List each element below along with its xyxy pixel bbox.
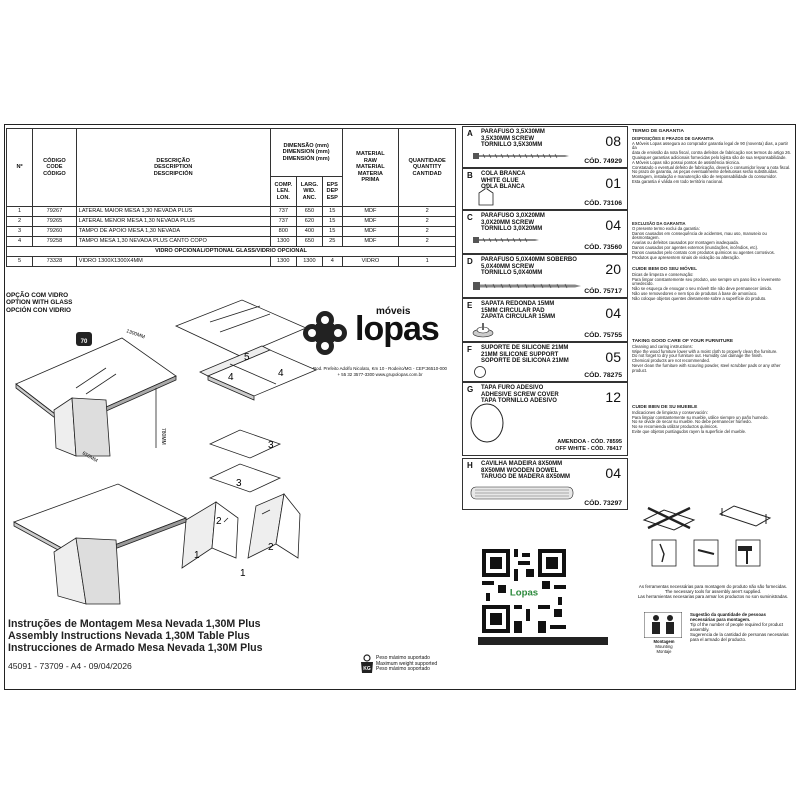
part-label: 4 [228,372,234,383]
title-pt: Instruções de Montagem Mesa Nevada 1,30M… [8,618,261,630]
round-pad-icon [472,323,494,338]
weight-kg-icon: KG [361,654,373,673]
title-es: Instrucciones de Armado Mesa Nevada 1,30… [8,641,263,654]
wooden-dowel-icon [470,486,574,500]
height-dimension-label: 780MM [160,428,166,445]
care-pt-section: CUIDE BEM DO SEU MÓVEL Dicas de limpeza … [632,267,781,301]
col-larg: LARG.WID.ANC. [295,176,323,207]
brand-small: móveis [376,306,411,317]
warranty-section: TERMO DE GARANTIA DISPOSIÇÕES E PRAZOS D… [632,129,791,184]
part-label: 1 [240,568,246,579]
exclusion-section: EXCLUSÃO DA GARANTIA O presente termo ex… [632,221,775,260]
load-weight-icon: 70 [76,332,92,346]
document-reference: 45091 - 73709 - A4 - 09/04/2026 [8,661,132,671]
document-titles: Instruções de Montagem Mesa Nevada 1,30M… [8,618,263,654]
glue-bottle-icon [478,184,494,206]
qr-strip [478,637,608,645]
part-label: 3 [268,440,274,451]
part-label: 4 [278,368,284,379]
part-label: 3 [236,478,242,489]
qr-label: Lopas [510,587,538,598]
part-label: 2 [268,542,274,553]
two-people-icon [644,612,682,638]
brand-name: lopas [355,310,440,348]
title-en: Assembly Instructions Nevada 1,30M Table… [8,629,250,642]
tools-note: As ferramentas necessárias para montagem… [637,584,789,599]
people-text: Sugestão da quantidade de pessoas necess… [690,612,789,642]
phillips-screwdriver-icon [693,539,719,567]
adhesive-cover-sheet-icon [470,403,504,443]
exploded-tops-drawing: 5 4 4 [174,299,318,401]
part-label: 1 [194,550,200,561]
assembled-table-drawing [13,483,187,605]
brand-address: Rod. Prefeito Adolfo Nicolato, Km 10 - R… [313,366,447,377]
part-label: 2 [216,516,222,527]
screw-icon [473,153,569,159]
silicone-support-icon [474,366,486,378]
care-en-section: TAKING GOOD CARE OF YOUR FURNITURE Clean… [632,339,781,373]
lopas-logo-icon [303,311,347,355]
col-comp: COMP.LEN.LON. [269,176,297,207]
assembled-table-glass-drawing: 1300MM 650MM 780MM 70 [15,328,177,464]
width-dimension-label: 1300MM [125,328,145,340]
hammer-icon [735,539,761,567]
tools-illustration [642,505,772,567]
screwdriver-icon [651,539,677,567]
qr-code-icon[interactable]: Lopas [478,545,570,637]
svg-text:KG: KG [363,666,371,672]
optional-header-row: VIDRO OPCIONAL/OPTIONAL GLASS/VIDRIO OPC… [6,246,456,257]
screw-icon [473,237,539,243]
col-n: Nº [5,128,34,207]
care-es-section: CUIDE BIEN DE SU MUEBLE Indicaciones de … [632,405,769,434]
col-dimension: DIMENSÃO (mm)DIMENSION (mm)DIMENSIÓN (mm… [269,128,343,177]
load-value: 70 [81,339,88,345]
part-label: 5 [244,352,250,363]
screw-icon [473,282,581,290]
exploded-base-drawing: 3 3 2 2 1 1 [181,429,301,579]
